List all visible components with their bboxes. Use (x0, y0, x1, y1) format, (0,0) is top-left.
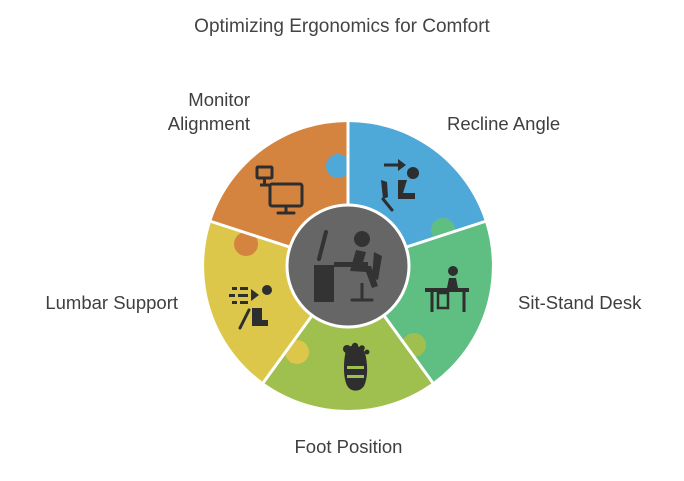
lumbar-icon (229, 285, 272, 330)
foot-icon (343, 342, 370, 391)
label-lumbar-support: Lumbar Support (45, 292, 178, 313)
workstation-icon (314, 230, 382, 302)
label-sit-stand-desk: Sit-Stand Desk (518, 292, 642, 313)
label-monitor-line2: Alignment (167, 113, 250, 134)
label-monitor-line1: Monitor (188, 89, 250, 110)
diagram-title: Optimizing Ergonomics for Comfort (194, 16, 490, 37)
label-monitor-alignment: Monitor Alignment (168, 88, 250, 136)
puzzle-tab-lumbar (285, 340, 309, 364)
monitor-icon (255, 165, 304, 215)
puzzle-tab-monitor (234, 232, 258, 256)
puzzle-tab-recline (326, 154, 350, 178)
label-recline-angle: Recline Angle (447, 113, 561, 134)
sit-stand-desk-icon (425, 266, 469, 312)
label-foot-position: Foot Position (294, 436, 403, 457)
recline-icon (381, 159, 419, 212)
segment-foot-position (263, 266, 433, 410)
